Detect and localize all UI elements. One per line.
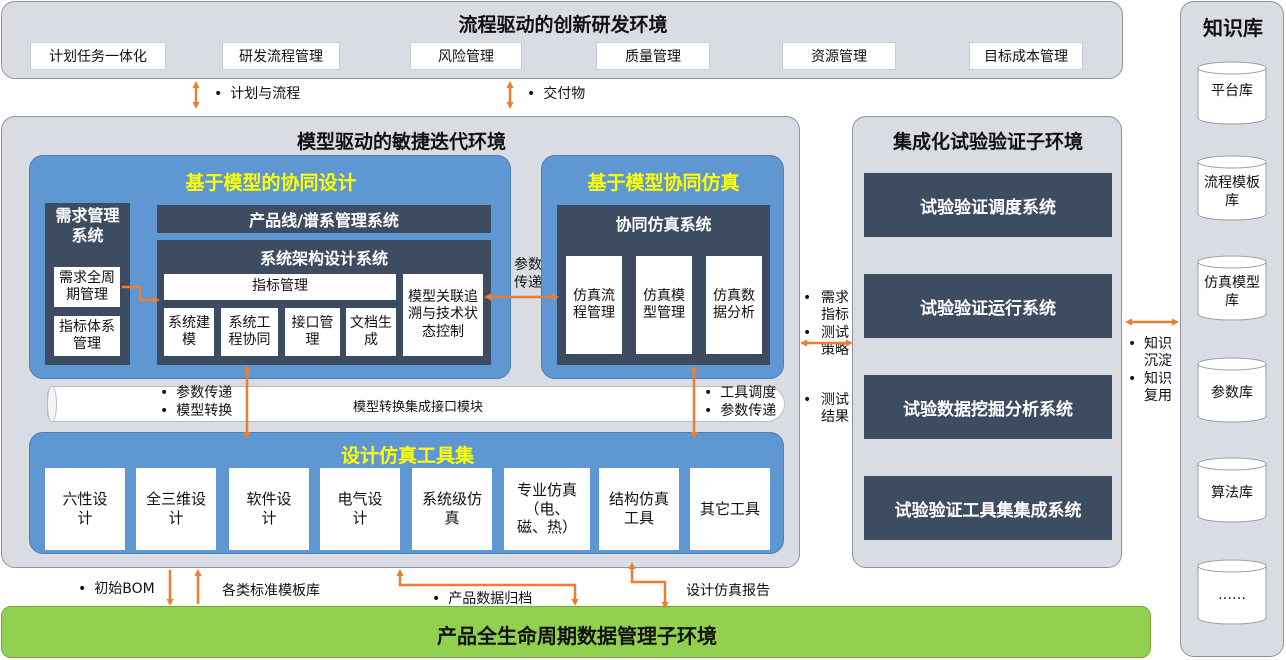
test-system-toolset: 试验验证工具集集成系统 (864, 476, 1112, 540)
tool-software: 软件设计 (229, 468, 309, 550)
tool-other: 其它工具 (690, 468, 770, 550)
kb-item-algorithm: 算法库 (1211, 485, 1253, 501)
test-note-req-text: 需求指标 (821, 290, 849, 323)
test-system-schedule: 试验验证调度系统 (864, 173, 1112, 237)
codesign-title: 基于模型的协同设计 (185, 172, 357, 194)
req-item-lifecycle: 需求全周期管理 (54, 267, 120, 307)
tool-system-sim: 系统级仿真 (412, 468, 492, 550)
tab-target-cost: 目标成本管理 (969, 42, 1083, 70)
test-env-title: 集成化试验验证子环境 (892, 131, 1083, 153)
trace-control: 模型关联追溯与技术状态控制 (403, 274, 483, 356)
arch-item-se-collab: 系统工程协同 (221, 308, 278, 356)
bus-left-note-2: 模型转换 (160, 402, 232, 420)
plm-panel: 产品全生命周期数据管理子环境 (1, 606, 1151, 658)
cosim-item-analysis: 仿真数据分析 (706, 256, 762, 354)
tool-special-sim: 专业仿真（电、磁、热） (504, 468, 590, 550)
kb-item-sim-model: 仿真模型库 (1204, 275, 1260, 309)
bus-right-note-2: 参数传递 (704, 402, 776, 420)
tab-quality: 质量管理 (596, 42, 710, 70)
test-system-mining: 试验数据挖掘分析系统 (864, 375, 1112, 439)
link-deliver-label: 交付物 (527, 85, 585, 103)
cyl-flow-template (1197, 155, 1267, 221)
knowledge-panel: 知识库 (1180, 1, 1284, 657)
req-system-title: 需求管理系统 (55, 206, 120, 245)
tools-title: 设计仿真工具集 (340, 445, 474, 467)
arch-item-interface: 接口管理 (285, 308, 340, 356)
arch-item-modeling: 系统建模 (164, 308, 214, 356)
cosim-system-title: 协同仿真系统 (615, 215, 712, 234)
bus-cap (47, 386, 57, 422)
kb-item-more: …… (1218, 587, 1246, 603)
tab-resource: 资源管理 (782, 42, 896, 70)
arch-system-title: 系统架构设计系统 (259, 249, 388, 268)
link-plan-label: 计划与流程 (214, 85, 300, 103)
cosim-title: 基于模型协同仿真 (587, 172, 740, 194)
link-templates-label: 各类标准模板库 (222, 583, 320, 599)
tool-3d: 全三维设计 (136, 468, 216, 550)
arrow-report (628, 562, 669, 609)
cyl-sim-model (1197, 255, 1267, 321)
req-item-indicator: 指标体系管理 (54, 316, 120, 356)
arch-item-docgen: 文档生成 (346, 308, 396, 356)
knowledge-cylinders (1197, 61, 1267, 625)
kb-note-reuse-text: 知识复用 (1144, 371, 1172, 404)
tool-structural-sim: 结构仿真工具 (599, 468, 679, 550)
kb-item-platform: 平台库 (1211, 83, 1253, 99)
tool-rams: 六性设计 (45, 468, 125, 550)
cyl-platform (1197, 61, 1267, 125)
tab-risk: 风险管理 (410, 42, 522, 70)
cosim-item-model: 仿真模型管理 (636, 256, 692, 354)
kb-note-deposit-text: 知识沉淀 (1144, 336, 1172, 369)
process-env-panel: 流程驱动的创新研发环境 计划任务一体化 研发流程管理 风险管理 质量管理 资源管… (1, 1, 1123, 79)
integration-bus-label: 模型转换集成接口模块 (352, 400, 483, 415)
test-note-strategy-text: 测试策略 (821, 325, 849, 358)
integration-bus: 模型转换集成接口模块 (47, 386, 785, 422)
test-note-result-text: 测试结果 (821, 392, 849, 425)
kb-item-param: 参数库 (1211, 385, 1253, 401)
cosim-item-flow: 仿真流程管理 (566, 256, 622, 354)
product-line-system: 产品线/谱系管理系统 (157, 205, 491, 233)
link-bom-label: 初始BOM (78, 580, 154, 598)
bus-right-note-1: 工具调度 (704, 384, 776, 402)
indicator-mgmt: 指标管理 (164, 274, 396, 300)
kb-item-flow-template: 流程模板库 (1204, 175, 1260, 209)
bus-left-note-1: 参数传递 (160, 384, 232, 402)
knowledge-title: 知识库 (1203, 16, 1263, 40)
plm-title: 产品全生命周期数据管理子环境 (437, 624, 717, 648)
process-env-title: 流程驱动的创新研发环境 (458, 14, 668, 36)
tool-electrical: 电气设计 (320, 468, 400, 550)
param-pass-label: 参数传递 (514, 257, 542, 291)
link-report-label: 设计仿真报告 (686, 583, 770, 599)
tab-plan-task: 计划任务一体化 (30, 42, 166, 70)
tab-rd-process: 研发流程管理 (222, 42, 340, 70)
cyl-param (1197, 357, 1267, 423)
cyl-algorithm (1197, 457, 1267, 523)
cyl-more (1197, 559, 1267, 625)
model-env-title: 模型驱动的敏捷迭代环境 (296, 131, 506, 153)
test-system-run: 试验验证运行系统 (864, 274, 1112, 338)
